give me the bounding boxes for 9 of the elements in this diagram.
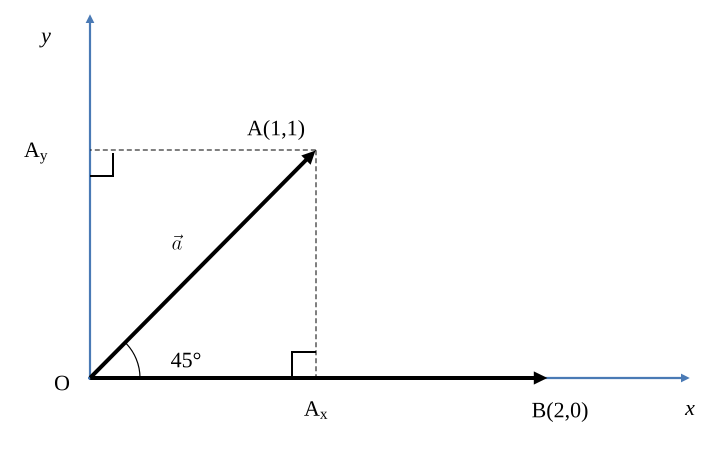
vector-label: $\vec{a}$ xyxy=(170,234,184,250)
point-label: A$_{x}$ xyxy=(304,401,328,419)
point-label: O xyxy=(54,376,70,390)
point-label: B(2,0) xyxy=(532,402,588,422)
point-label: A(1,1) xyxy=(247,120,304,140)
axis-label: x xyxy=(684,404,695,416)
point-label: A$_{y}$ xyxy=(24,142,48,164)
axis-label: y xyxy=(39,32,51,48)
angle-label: 45° xyxy=(171,352,200,368)
